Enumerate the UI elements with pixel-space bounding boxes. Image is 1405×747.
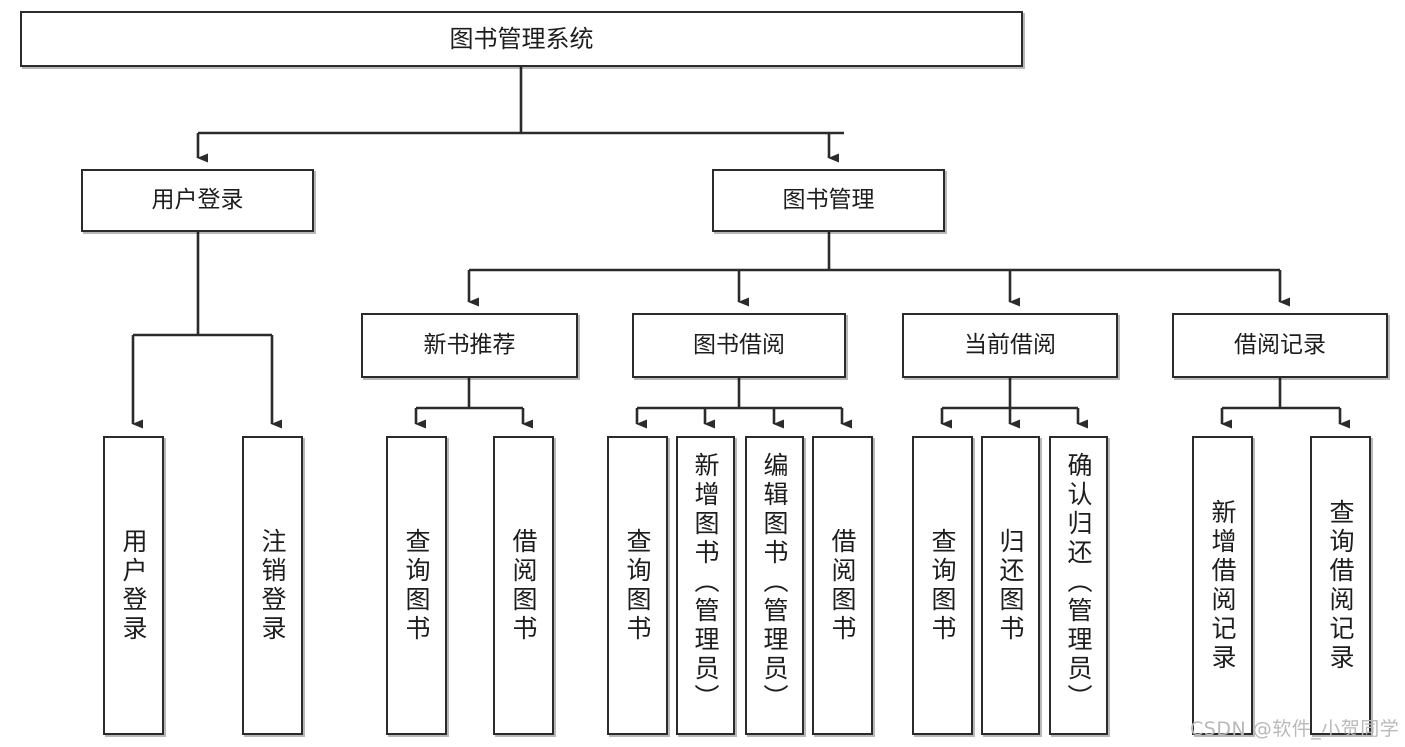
node-leaf-add-record[interactable]: 新增借阅记录 [1192, 436, 1253, 735]
node-leaf-user-login-label: 用户登录 [119, 527, 148, 644]
node-leaf-query-book-2-label: 查询图书 [623, 527, 652, 644]
node-root-label: 图书管理系统 [449, 24, 594, 53]
node-leaf-borrow-book-1[interactable]: 借阅图书 [493, 436, 554, 735]
node-book-manage-label: 图书管理 [782, 186, 875, 213]
node-book-manage[interactable]: 图书管理 [712, 169, 945, 232]
node-leaf-borrow-book-2-label: 借阅图书 [828, 527, 857, 644]
node-leaf-confirm-return[interactable]: 确认归还（管理员） [1049, 436, 1108, 735]
node-leaf-logout[interactable]: 注销登录 [242, 436, 303, 735]
node-leaf-borrow-book-2[interactable]: 借阅图书 [812, 436, 873, 735]
node-leaf-confirm-return-label: 确认归还（管理员） [1064, 452, 1093, 713]
node-leaf-logout-label: 注销登录 [258, 527, 287, 644]
node-current-borrow-label: 当前借阅 [964, 331, 1056, 358]
node-root[interactable]: 图书管理系统 [20, 11, 1023, 67]
node-new-book-rec[interactable]: 新书推荐 [361, 313, 578, 378]
node-user-login-label: 用户登录 [151, 186, 244, 213]
node-leaf-return-book[interactable]: 归还图书 [981, 436, 1040, 735]
node-user-login[interactable]: 用户登录 [81, 169, 314, 232]
node-leaf-borrow-book-1-label: 借阅图书 [509, 527, 538, 644]
node-leaf-edit-book[interactable]: 编辑图书（管理员） [745, 436, 804, 735]
node-leaf-query-book-3-label: 查询图书 [928, 527, 957, 644]
node-leaf-add-book-label: 新增图书（管理员） [691, 452, 720, 713]
node-leaf-query-book-2[interactable]: 查询图书 [607, 436, 668, 735]
node-borrow-record-label: 借阅记录 [1234, 331, 1326, 358]
node-leaf-return-book-label: 归还图书 [996, 527, 1025, 644]
node-leaf-query-book-1-label: 查询图书 [402, 527, 431, 644]
node-current-borrow[interactable]: 当前借阅 [902, 313, 1118, 378]
node-leaf-query-book-3[interactable]: 查询图书 [912, 436, 973, 735]
node-leaf-query-book-1[interactable]: 查询图书 [386, 436, 447, 735]
node-book-borrow[interactable]: 图书借阅 [632, 313, 846, 378]
node-borrow-record[interactable]: 借阅记录 [1172, 313, 1388, 378]
node-new-book-rec-label: 新书推荐 [423, 331, 516, 358]
node-leaf-user-login[interactable]: 用户登录 [103, 436, 164, 735]
node-leaf-add-book[interactable]: 新增图书（管理员） [676, 436, 735, 735]
node-leaf-add-record-label: 新增借阅记录 [1208, 498, 1237, 673]
node-leaf-query-record-label: 查询借阅记录 [1326, 498, 1355, 673]
node-leaf-edit-book-label: 编辑图书（管理员） [760, 452, 789, 713]
node-book-borrow-label: 图书借阅 [693, 331, 785, 358]
node-leaf-query-record[interactable]: 查询借阅记录 [1310, 436, 1371, 735]
